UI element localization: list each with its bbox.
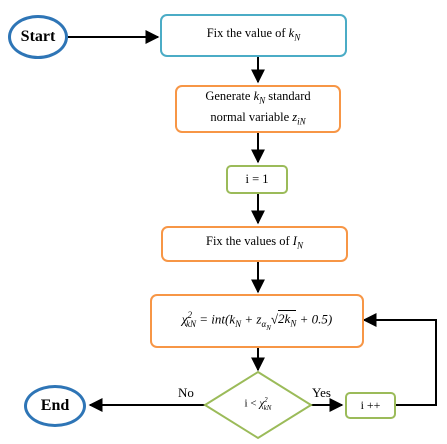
arrow-increment-loop-back: [362, 313, 437, 406]
fix-l-box: Fix the values of IN: [161, 226, 348, 262]
fix-k-text: Fix the value of kN: [206, 25, 301, 43]
i-equals-one-text: i = 1: [245, 172, 269, 186]
generate-box: Generate kN standard normal variable ziN: [175, 85, 341, 133]
formula-text: χ2kN = int(kN + zαN√2kN + 0.5): [181, 310, 333, 332]
start-label: Start: [20, 28, 56, 45]
decision-text: i < χ2kN: [244, 396, 272, 412]
start-terminal: Start: [8, 15, 68, 59]
end-label: End: [40, 397, 70, 414]
decision-diamond: [203, 370, 313, 440]
increment-box: i ++: [345, 392, 396, 419]
no-label: No: [178, 385, 194, 400]
yes-label: Yes: [312, 385, 331, 400]
sqrt-symbol: √: [270, 311, 279, 327]
generate-line2: normal variable ziN: [210, 110, 306, 127]
generate-line1: Generate kN standard: [205, 88, 311, 106]
sqrt-content: 2kN: [278, 310, 297, 330]
i-equals-one-box: i = 1: [226, 165, 288, 194]
formula-box: χ2kN = int(kN + zαN√2kN + 0.5): [150, 294, 364, 348]
fix-k-box: Fix the value of kN: [160, 14, 347, 57]
fix-l-text: Fix the values of IN: [206, 234, 303, 251]
end-terminal: End: [24, 385, 86, 427]
increment-text: i ++: [360, 398, 381, 412]
